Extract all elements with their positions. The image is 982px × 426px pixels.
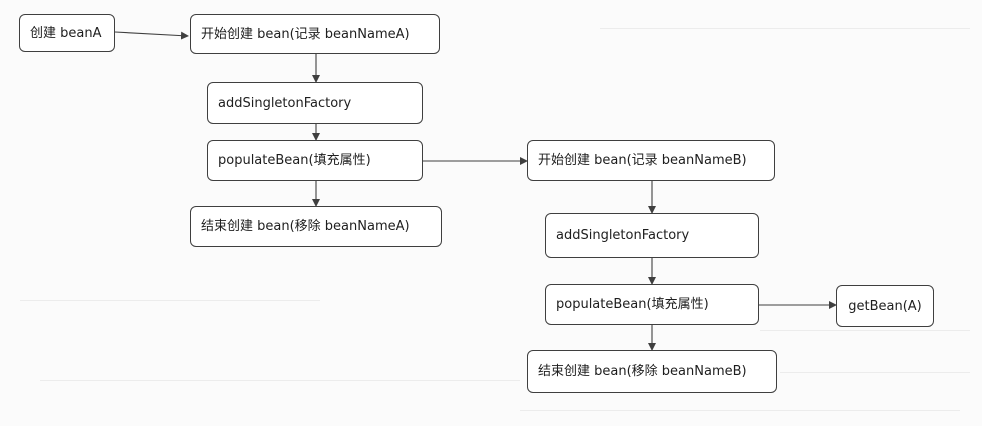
scan-streak [520,410,960,411]
node-end-create-bean-a-label: 结束创建 bean(移除 beanNameA) [201,219,410,234]
scan-streak [40,380,520,381]
node-get-bean-a-label: getBean(A) [848,298,922,314]
node-populate-bean-b: populateBean(填充属性) [545,284,759,325]
node-create-bean-a: 创建 beanA [19,14,115,52]
node-populate-bean-a-label: populateBean(填充属性) [218,153,371,168]
node-start-create-bean-a: 开始创建 bean(记录 beanNameA) [190,14,440,54]
scan-streak [780,372,970,373]
scan-streak [760,330,970,331]
node-add-singleton-factory-b: addSingletonFactory [545,213,759,258]
node-create-bean-a-label: 创建 beanA [30,25,102,41]
node-get-bean-a: getBean(A) [836,285,934,327]
node-end-create-bean-a: 结束创建 bean(移除 beanNameA) [190,206,442,247]
node-populate-bean-a: populateBean(填充属性) [207,140,423,181]
scan-streak [20,300,320,301]
node-start-create-bean-a-label: 开始创建 bean(记录 beanNameA) [201,26,410,42]
scan-streak [600,28,970,29]
node-add-singleton-factory-a: addSingletonFactory [207,82,423,124]
node-end-create-bean-b: 结束创建 bean(移除 beanNameB) [527,350,777,393]
node-end-create-bean-b-label: 结束创建 bean(移除 beanNameB) [538,364,747,379]
node-start-create-bean-b: 开始创建 bean(记录 beanNameB) [527,140,775,181]
arrow-create-a-to-start-a [114,31,189,40]
node-populate-bean-b-label: populateBean(填充属性) [556,297,709,312]
node-add-singleton-factory-b-label: addSingletonFactory [556,228,690,243]
node-start-create-bean-b-label: 开始创建 bean(记录 beanNameB) [538,153,747,168]
node-add-singleton-factory-a-label: addSingletonFactory [218,95,352,111]
